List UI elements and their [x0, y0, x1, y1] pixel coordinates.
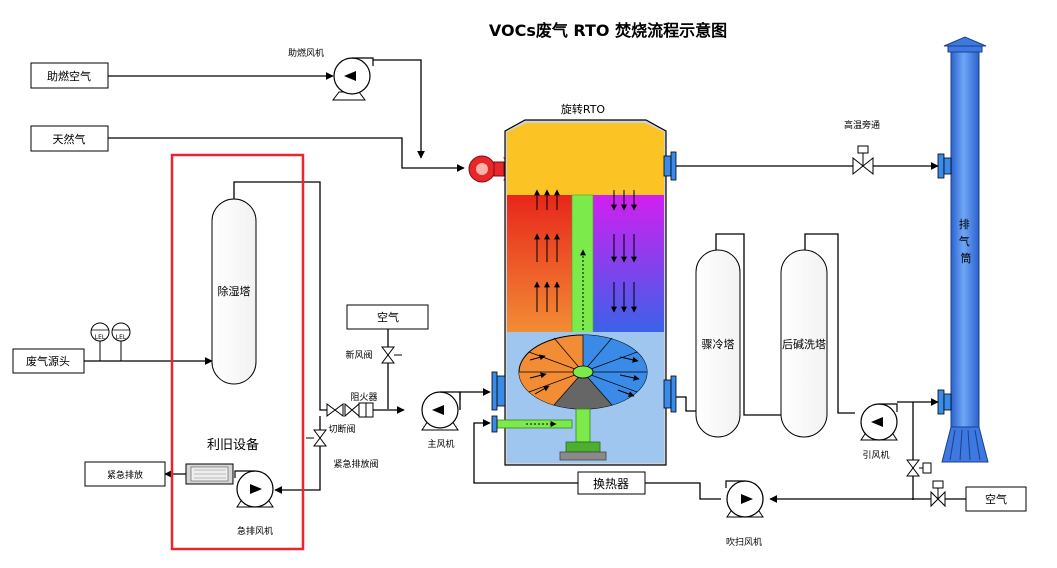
flame-arrester: 阻火器	[344, 392, 378, 418]
exhaust-stack: 排 气 筒	[937, 36, 989, 463]
flame-arrester-label: 阻火器	[350, 392, 377, 403]
fresh-air-label: 空气	[377, 310, 399, 324]
natural-gas-label: 天然气	[53, 132, 86, 146]
lel-gauge-1-label: LEL	[95, 334, 106, 341]
emergency-vent-valve-label: 紧急排放阀	[333, 458, 378, 470]
high-temp-bypass-valve: 高温旁通	[844, 119, 880, 176]
fresh-air-valve: 新风阀	[345, 346, 402, 364]
emergency-fan-label: 急排风机	[237, 525, 273, 537]
purge-air-label: 空气	[985, 492, 1007, 506]
purge-fan: 吹扫风机	[725, 480, 764, 548]
emergency-discharge-outlet: 紧急排放	[84, 461, 166, 487]
shutoff-valve-label: 切断阀	[328, 423, 355, 435]
combustion-fan-label: 助燃风机	[288, 47, 324, 59]
diagram-title: VOCs废气 RTO 焚烧流程示意图	[489, 21, 727, 40]
combustion-chamber	[507, 123, 664, 195]
shutoff-valve: 切断阀	[326, 403, 356, 435]
alkali-scrubber-label: 后碱洗塔	[782, 338, 826, 351]
waste-gas-source-inlet: 废气源头	[12, 348, 85, 374]
alkali-scrubber-tower: 后碱洗塔	[780, 249, 828, 438]
fresh-air-inlet: 空气	[346, 304, 429, 330]
quench-tower-label: 骤冷塔	[702, 338, 735, 351]
combustion-fan: 助燃风机	[288, 47, 374, 101]
fresh-air-valve-label: 新风阀	[345, 349, 372, 361]
stack-label: 排 气 筒	[959, 217, 974, 265]
purge-fan-label: 吹扫风机	[726, 536, 762, 548]
dehumidifier-tower-label: 除湿塔	[218, 284, 251, 298]
reuse-equipment-label: 利旧设备	[207, 437, 259, 453]
emergency-fan: 急排风机	[234, 470, 274, 537]
main-fan: 主风机	[421, 391, 461, 450]
induced-fan: 引风机	[860, 403, 898, 461]
heat-exchanger-label: 换热器	[593, 477, 629, 491]
flame-arrester-filter	[185, 463, 234, 485]
induced-fan-label: 引风机	[862, 449, 889, 461]
rotary-rto-label: 旋转RTO	[561, 102, 606, 116]
high-temp-bypass-label: 高温旁通	[844, 119, 880, 131]
regenerative-bed-hot	[507, 195, 572, 332]
emergency-discharge-label: 紧急排放	[107, 469, 143, 481]
waste-gas-source-label: 废气源头	[26, 354, 70, 368]
main-fan-label: 主风机	[427, 438, 454, 450]
emergency-vent-valve: 紧急排放阀	[306, 429, 379, 470]
combustion-air-inlet: 助燃空气	[30, 62, 109, 89]
rotary-rto: 旋转RTO	[491, 102, 677, 466]
lel-gauge-2-label: LEL	[116, 334, 127, 341]
combustion-air-label: 助燃空气	[47, 69, 91, 83]
purge-air-valve	[930, 480, 946, 508]
quench-tower: 骤冷塔	[695, 249, 741, 438]
lel-gauges: LEL LEL	[90, 322, 131, 361]
reuse-equipment-frame	[170, 153, 305, 551]
purge-branch-valve	[906, 459, 932, 477]
natural-gas-inlet: 天然气	[30, 125, 109, 152]
purge-air-inlet: 空气	[965, 486, 1027, 512]
regenerative-bed-cold	[593, 195, 664, 332]
heat-exchanger: 换热器	[577, 471, 646, 495]
dehumidifier-tower: 除湿塔	[211, 198, 257, 385]
